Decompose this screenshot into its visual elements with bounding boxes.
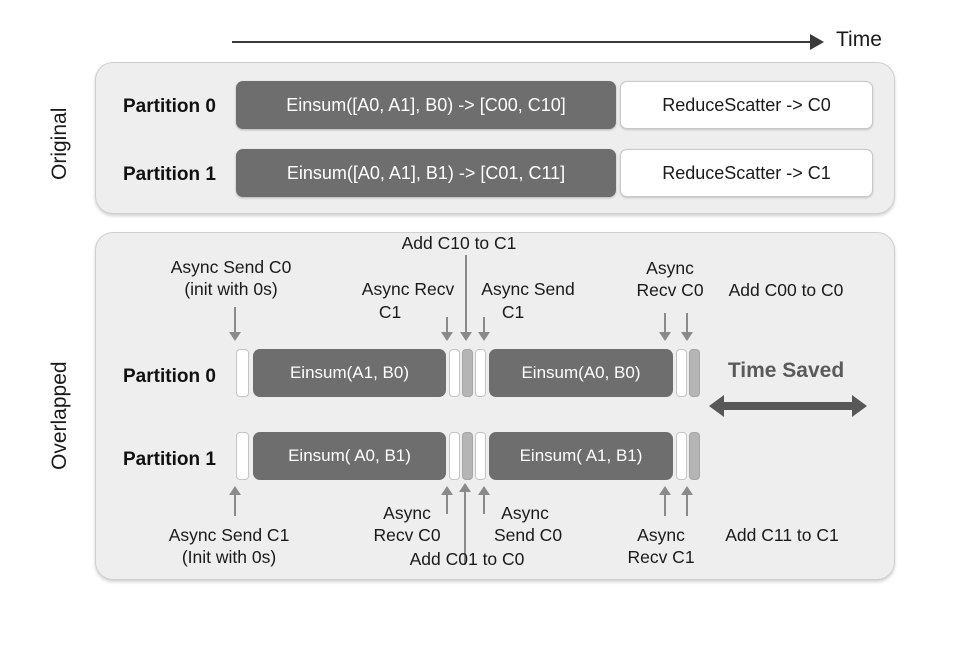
anno-async-send-c1: Async Send C1	[168, 525, 290, 545]
panel-original: Partition 0 Einsum([A0, A1], B0) -> [C00…	[95, 62, 895, 214]
overlapped-row-1-seg-add-1	[462, 432, 473, 480]
anno-bottom-async-1: Async	[383, 503, 431, 523]
arrow-up-async-recv-c0-icon	[440, 486, 454, 514]
anno-add-c01-to-c0: Add C01 to C0	[409, 549, 525, 569]
original-row-1-compute-bar: Einsum([A0, A1], B1) -> [C01, C11]	[236, 149, 616, 197]
overlapped-partition-0-label: Partition 0	[123, 366, 216, 387]
arrow-down-add-c00-to-c0-icon	[680, 313, 694, 341]
time-saved-label: Time Saved	[727, 359, 845, 382]
overlapped-row-0-seg-add-1	[462, 349, 473, 397]
anno-bottom-async-3: Async	[637, 525, 685, 545]
overlapped-row-0-seg-recv-2	[676, 349, 687, 397]
anno-add-c10-to-c1: Add C10 to C1	[401, 233, 517, 253]
overlapped-row-0-seg-add-2	[689, 349, 700, 397]
overlapped-row-1-seg-recv-1	[449, 432, 460, 480]
overlapped-row-1-seg-send-start	[236, 432, 249, 480]
overlapped-row-0-seg-recv-1	[449, 349, 460, 397]
anno-bottom-async-2: Async	[501, 503, 549, 523]
anno-bottom-recv-c0: Recv C0	[373, 525, 441, 545]
arrow-down-async-recv-c1-icon	[440, 317, 454, 341]
anno-async-send-c0: Async Send C0	[170, 257, 292, 277]
overlapped-partition-1-label: Partition 1	[123, 449, 216, 470]
anno-async-send-c1-line2: C1	[501, 302, 525, 322]
arrow-up-async-recv-c1-icon	[658, 486, 672, 516]
overlapped-row-0-compute-bar-1: Einsum(A1, B0)	[253, 349, 446, 397]
arrow-up-async-send-c1-icon	[228, 486, 242, 516]
anno-bottom-send-c0: Send C0	[493, 525, 563, 545]
section-label-overlapped: Overlapped	[48, 361, 71, 470]
arrow-down-add-c10-to-c1-icon	[459, 255, 473, 341]
original-partition-0-label: Partition 0	[123, 96, 216, 117]
original-row-1-collective-bar: ReduceScatter -> C1	[620, 149, 873, 197]
overlapped-row-1-compute-bar-1: Einsum( A0, B1)	[253, 432, 446, 480]
time-axis-label: Time	[836, 28, 882, 51]
anno-init-with-0s-top: (init with 0s)	[184, 279, 278, 299]
time-saved-arrow-icon	[709, 395, 867, 417]
anno-async-send-line1: Async Send	[481, 279, 575, 299]
anno-async-recv-line1: Async Recv	[361, 279, 455, 299]
overlapped-row-1-seg-send-1	[475, 432, 486, 480]
overlapped-row-0-seg-send-1	[475, 349, 486, 397]
anno-init-with-0s-bottom: (Init with 0s)	[181, 547, 277, 567]
anno-add-c11-to-c1: Add C11 to C1	[725, 525, 839, 545]
anno-async-recv-c1-line2: C1	[378, 302, 402, 322]
arrow-down-async-recv-c0-icon	[658, 313, 672, 341]
arrow-up-add-c11-to-c1-icon	[680, 486, 694, 516]
overlapped-row-0-compute-bar-2: Einsum(A0, B0)	[489, 349, 673, 397]
arrow-up-async-send-c0-icon	[477, 486, 491, 514]
original-partition-1-label: Partition 1	[123, 164, 216, 185]
time-axis: Time	[232, 28, 892, 56]
anno-add-c00-to-c0: Add C00 to C0	[728, 280, 844, 300]
original-row-0-compute-bar: Einsum([A0, A1], B0) -> [C00, C10]	[236, 81, 616, 129]
arrow-down-async-send-c1-icon	[477, 317, 491, 341]
overlapped-row-1-compute-bar-2: Einsum( A1, B1)	[489, 432, 673, 480]
arrow-up-add-c01-to-c0-icon	[458, 483, 472, 565]
anno-bottom-recv-c1: Recv C1	[627, 547, 695, 567]
anno-async-line1: Async	[646, 258, 694, 278]
panel-overlapped: Async Send C0 (init with 0s) Add C10 to …	[95, 232, 895, 580]
overlapped-row-1-seg-recv-2	[676, 432, 687, 480]
time-axis-line	[232, 41, 812, 43]
arrow-down-async-send-c0-icon	[228, 307, 242, 341]
original-row-0-collective-bar: ReduceScatter -> C0	[620, 81, 873, 129]
section-label-original: Original	[48, 107, 71, 180]
anno-recv-c0-line2: Recv C0	[636, 280, 704, 300]
overlapped-row-1-seg-add-2	[689, 432, 700, 480]
overlapped-row-0-seg-send-start	[236, 349, 249, 397]
time-axis-arrowhead-icon	[810, 34, 824, 50]
